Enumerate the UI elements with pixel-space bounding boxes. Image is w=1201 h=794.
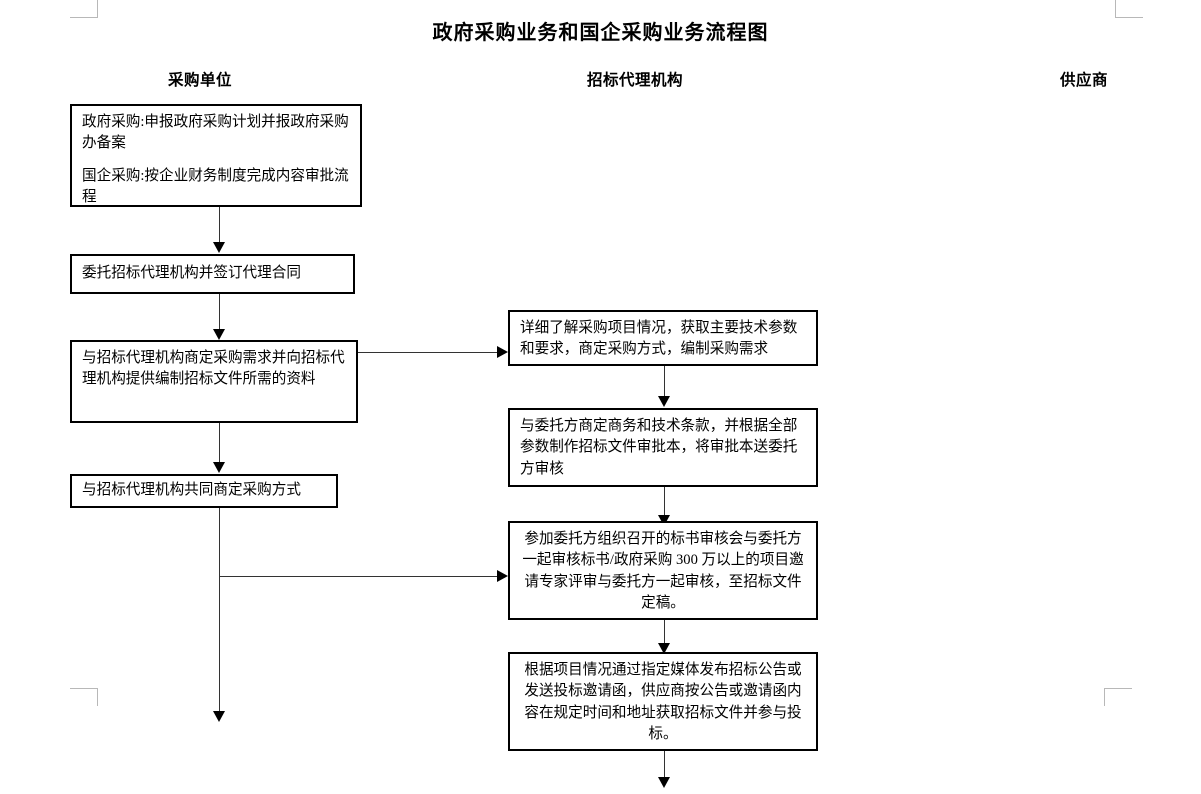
arrowhead-agency-2-to-3 bbox=[658, 515, 670, 526]
arrowhead-purchaser-2-to-3 bbox=[213, 329, 225, 340]
arrowhead-purchaser3-to-agency1 bbox=[497, 346, 508, 358]
arrowhead-agency-4-down bbox=[658, 777, 670, 788]
connector-agency-3-to-4 bbox=[664, 620, 665, 648]
process-box-agency-2: 与委托方商定商务和技术条款，并根据全部参数制作招标文件审批本，将审批本送委托方审… bbox=[508, 408, 818, 487]
process-box-purchaser-4: 与招标代理机构共同商定采购方式 bbox=[70, 474, 338, 508]
process-box-purchaser-1-line-1: 政府采购:申报政府采购计划并报政府采购办备案 bbox=[82, 114, 349, 152]
lane-heading-agency: 招标代理机构 bbox=[587, 72, 684, 89]
connector-purchaser-2-to-3 bbox=[219, 294, 220, 331]
process-box-purchaser-3-line-1: 与招标代理机构商定采购需求并向招标代理机构提供编制招标文件所需的资料 bbox=[82, 350, 345, 388]
connector-agency-1-to-2 bbox=[664, 366, 665, 398]
connector-agency-4-down bbox=[664, 751, 665, 779]
connector-purchaser-3-to-4 bbox=[219, 423, 220, 464]
arrowhead-agency-3-to-4 bbox=[658, 643, 670, 654]
margin-mark-bottom-right bbox=[1104, 688, 1132, 706]
arrowhead-purchaser-3-to-4 bbox=[213, 462, 225, 473]
connector-purchaser4-to-agency3 bbox=[219, 576, 498, 577]
process-box-agency-3: 参加委托方组织召开的标书审核会与委托方一起审核标书/政府采购 300 万以上的项… bbox=[508, 521, 818, 620]
arrowhead-purchaser-4-down bbox=[213, 711, 225, 722]
connector-purchaser-4-down bbox=[219, 508, 220, 713]
process-box-purchaser-1-line-2: 国企采购:按企业财务制度完成内容审批流程 bbox=[82, 167, 349, 205]
process-box-agency-4-line-1: 根据项目情况通过指定媒体发布招标公告或发送投标邀请函，供应商按公告或邀请函内容在… bbox=[524, 662, 802, 742]
margin-mark-top-right bbox=[1115, 0, 1143, 18]
process-box-agency-4: 根据项目情况通过指定媒体发布招标公告或发送投标邀请函，供应商按公告或邀请函内容在… bbox=[508, 652, 818, 751]
arrowhead-purchaser-1-to-2 bbox=[213, 242, 225, 253]
arrowhead-purchaser4-to-agency3 bbox=[497, 570, 508, 582]
process-box-purchaser-2: 委托招标代理机构并签订代理合同 bbox=[70, 254, 355, 294]
process-box-purchaser-4-line-1: 与招标代理机构共同商定采购方式 bbox=[82, 482, 301, 499]
connector-agency-2-to-3 bbox=[664, 487, 665, 519]
connector-purchaser3-to-agency1 bbox=[358, 352, 498, 353]
page-title: 政府采购业务和国企采购业务流程图 bbox=[432, 22, 769, 44]
process-box-agency-3-line-1: 参加委托方组织召开的标书审核会与委托方一起审核标书/政府采购 300 万以上的项… bbox=[522, 531, 804, 611]
process-box-purchaser-1: 政府采购:申报政府采购计划并报政府采购办备案 国企采购:按企业财务制度完成内容审… bbox=[70, 104, 362, 207]
margin-mark-bottom-left bbox=[70, 688, 98, 706]
process-box-agency-1: 详细了解采购项目情况，获取主要技术参数和要求，商定采购方式，编制采购需求 bbox=[508, 310, 818, 366]
arrowhead-agency-1-to-2 bbox=[658, 396, 670, 407]
process-box-agency-2-line-1: 与委托方商定商务和技术条款，并根据全部参数制作招标文件审批本，将审批本送委托方审… bbox=[520, 418, 798, 477]
process-box-purchaser-2-line-1: 委托招标代理机构并签订代理合同 bbox=[82, 265, 301, 282]
margin-mark-top-left bbox=[70, 0, 98, 18]
connector-purchaser-1-to-2 bbox=[219, 207, 220, 244]
lane-heading-purchaser: 采购单位 bbox=[168, 72, 233, 89]
process-box-agency-1-line-1: 详细了解采购项目情况，获取主要技术参数和要求，商定采购方式，编制采购需求 bbox=[520, 320, 798, 358]
process-box-purchaser-3: 与招标代理机构商定采购需求并向招标代理机构提供编制招标文件所需的资料 bbox=[70, 340, 358, 423]
lane-heading-supplier: 供应商 bbox=[1060, 72, 1109, 89]
